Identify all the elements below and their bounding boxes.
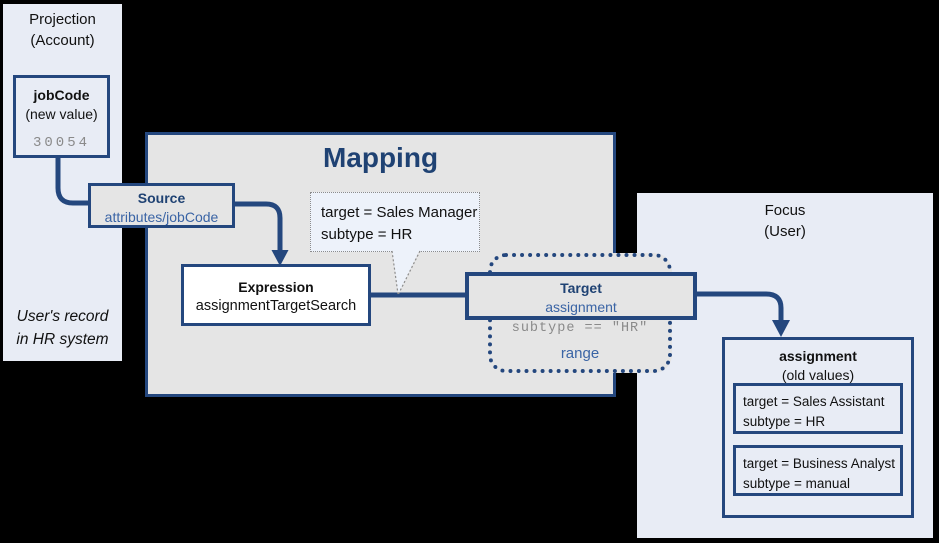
source-box-title: Source bbox=[137, 190, 186, 206]
jobcode-box-subtitle: (new value) bbox=[25, 106, 98, 122]
range-condition: subtype == "HR" bbox=[511, 321, 649, 336]
focus-panel-title: Focus (User) bbox=[637, 200, 933, 242]
mapping-result-bubble: target = Sales Manager subtype = HR bbox=[310, 192, 480, 252]
range-label: range bbox=[560, 345, 600, 362]
focus-title-line2: (User) bbox=[764, 223, 806, 240]
focus-title-line1: Focus bbox=[764, 202, 806, 219]
source-box: Source attributes/jobCode bbox=[88, 183, 235, 228]
target-box: Target assignment bbox=[465, 272, 697, 320]
target-box-subtitle: assignment bbox=[545, 299, 617, 315]
expression-box: Expression assignmentTargetSearch bbox=[181, 264, 371, 326]
bubble-line2: subtype = HR bbox=[321, 226, 413, 243]
jobcode-box-title: jobCode bbox=[33, 87, 90, 103]
assignment-value-box: target = Sales Assistant subtype = HR bbox=[733, 383, 903, 434]
assignment-value2-line1: target = Business Analyst bbox=[743, 456, 895, 471]
jobcode-value: 30054 bbox=[32, 135, 90, 151]
jobcode-box: jobCode (new value) 30054 bbox=[13, 75, 110, 158]
assignment-value1-line1: target = Sales Assistant bbox=[743, 394, 885, 409]
assignment-value-box: target = Business Analyst subtype = manu… bbox=[733, 445, 903, 496]
projection-caption-line1: User's record bbox=[16, 308, 109, 325]
mapping-title: Mapping bbox=[322, 142, 439, 173]
projection-caption-line2: in HR system bbox=[16, 331, 109, 348]
projection-panel-title: Projection (Account) bbox=[3, 9, 122, 51]
assignment-box-subtitle: (old values) bbox=[781, 367, 855, 383]
bubble-line1: target = Sales Manager bbox=[321, 204, 478, 221]
expression-box-subtitle: assignmentTargetSearch bbox=[195, 298, 357, 314]
projection-title-line1: Projection bbox=[29, 11, 96, 28]
assignment-value1-line2: subtype = HR bbox=[743, 414, 826, 429]
expression-box-title: Expression bbox=[238, 279, 314, 295]
projection-caption: User's record in HR system bbox=[3, 305, 122, 351]
projection-title-line2: (Account) bbox=[30, 32, 95, 49]
target-box-title: Target bbox=[560, 280, 602, 296]
source-box-subtitle: attributes/jobCode bbox=[104, 209, 219, 225]
assignment-box-title: assignment bbox=[779, 348, 857, 364]
assignment-value2-line2: subtype = manual bbox=[743, 476, 850, 491]
